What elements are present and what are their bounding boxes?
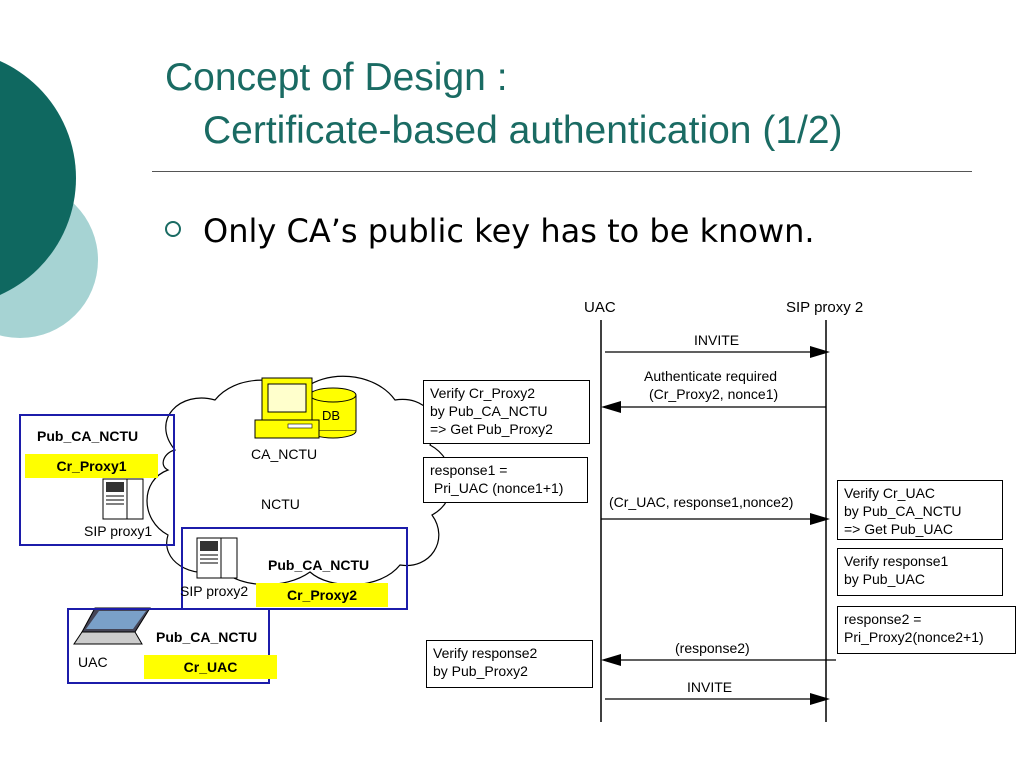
note-line: Verify response1 (844, 553, 949, 569)
db-label: DB (322, 408, 341, 423)
dark-circle-shape (0, 61, 76, 295)
note-verify-response1: Verify response1 by Pub_UAC (837, 548, 1003, 596)
proxy2-box (181, 527, 408, 610)
proxy1-pub-key: Pub_CA_NCTU (37, 428, 139, 444)
note-response1: response1 = Pri_UAC (nonce1+1) (423, 457, 588, 503)
note-line: by Pub_Proxy2 (433, 663, 528, 679)
uac-pub-key: Pub_CA_NCTU (156, 629, 258, 645)
note-line: Pri_UAC (nonce1+1) (430, 480, 564, 496)
bullet-circle-icon (165, 221, 181, 237)
note-line: by Pub_CA_NCTU (844, 503, 962, 519)
note-line: response2 = (844, 611, 922, 627)
note-response2: response2 = Pri_Proxy2(nonce2+1) (837, 606, 1016, 654)
lane-label-uac: UAC (584, 299, 616, 316)
uac-box (67, 608, 270, 684)
message-arrow-response2 (601, 654, 836, 666)
uac-cert: Cr_UAC (144, 655, 277, 679)
message-label-credentials: (Cr_UAC, response1,nonce2) (609, 494, 794, 510)
ca-label: CA_NCTU (251, 446, 318, 462)
note-line: Pri_Proxy2(nonce2+1) (844, 629, 984, 645)
sip-proxy2-server-icon (196, 537, 238, 579)
message-arrow-credentials (601, 513, 830, 525)
note-line: Verify Cr_Proxy2 (430, 385, 536, 401)
cloud-label: NCTU (261, 496, 300, 512)
message-label-authenticate-line2: (Cr_Proxy2, nonce1) (649, 386, 779, 402)
message-label-invite-1: INVITE (694, 332, 740, 348)
proxy2-label: SIP proxy2 (180, 583, 249, 599)
note-verify-cr-uac: Verify Cr_UAC by Pub_CA_NCTU => Get Pub_… (837, 480, 1003, 540)
lane-label-proxy2: SIP proxy 2 (786, 299, 864, 316)
message-arrow-invite-2 (605, 693, 830, 705)
sip-proxy1-server-icon (102, 478, 144, 520)
proxy2-cert: Cr_Proxy2 (256, 583, 388, 607)
uac-laptop-icon (73, 607, 151, 645)
bullet-text: Only CA’s public key has to be known. (203, 212, 815, 250)
note-verify-response2: Verify response2 by Pub_Proxy2 (426, 640, 593, 688)
message-label-authenticate-line1: Authenticate required (644, 368, 778, 384)
slide-title-line2: Certificate-based authentication (1/2) (203, 109, 843, 152)
proxy1-cert: Cr_Proxy1 (25, 454, 158, 478)
message-label-response2: (response2) (675, 640, 750, 656)
proxy1-label: SIP proxy1 (84, 523, 153, 539)
note-verify-cr-proxy2: Verify Cr_Proxy2 by Pub_CA_NCTU => Get P… (423, 380, 590, 444)
db-cylinder-icon (309, 387, 357, 439)
title-divider (152, 171, 972, 172)
proxy1-box (19, 414, 175, 546)
slide-title-line1: Concept of Design : (165, 56, 508, 99)
uac-label: UAC (78, 654, 108, 670)
ca-computer-icon (254, 377, 320, 439)
note-line: by Pub_UAC (844, 571, 925, 587)
note-line: Verify Cr_UAC (844, 485, 936, 501)
note-line: response1 = (430, 462, 508, 478)
note-line: => Get Pub_UAC (844, 521, 953, 537)
note-line: => Get Pub_Proxy2 (430, 421, 553, 437)
note-line: Verify response2 (433, 645, 538, 661)
message-arrow-authenticate (601, 401, 826, 413)
note-line: by Pub_CA_NCTU (430, 403, 548, 419)
message-label-invite-2: INVITE (687, 679, 733, 695)
message-arrow-invite-1 (605, 346, 830, 358)
proxy2-pub-key: Pub_CA_NCTU (268, 557, 370, 573)
